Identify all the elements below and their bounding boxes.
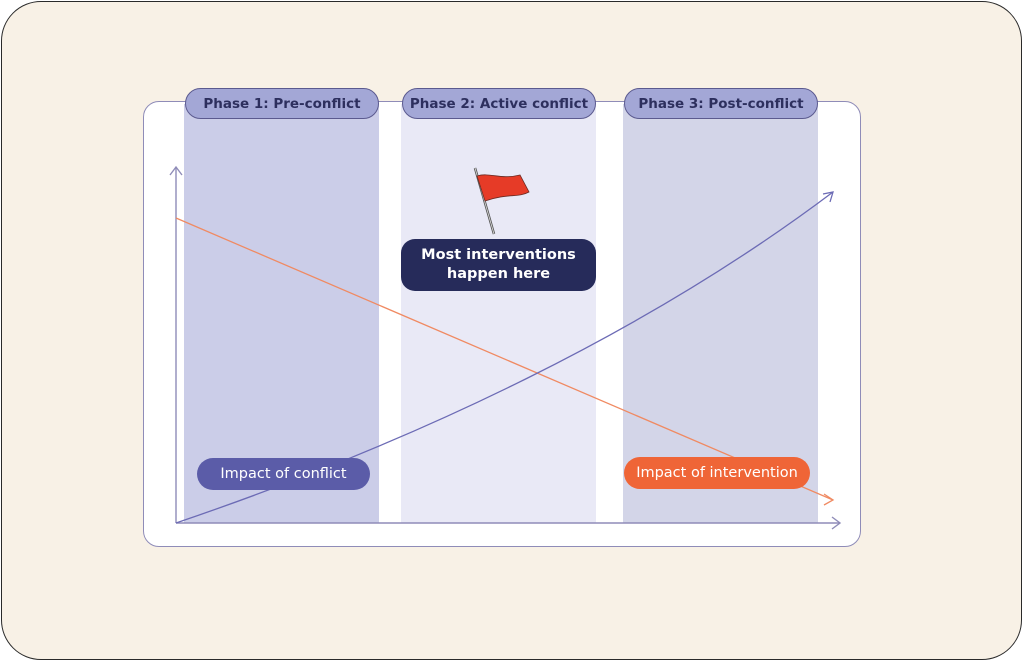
phase-1-column <box>184 104 379 523</box>
intervention-line <box>175 217 835 506</box>
y-axis <box>169 165 183 523</box>
phase-2-column <box>401 104 596 523</box>
callout-line-2: happen here <box>446 266 551 282</box>
red-flag-icon <box>473 167 530 235</box>
x-axis <box>176 516 842 530</box>
interventions-callout: Most interventions happen here <box>401 239 596 291</box>
impact-of-intervention-label: Impact of intervention <box>624 457 810 489</box>
phase-3-column <box>623 104 818 523</box>
phase-1-header: Phase 1: Pre-conflict <box>185 88 379 119</box>
phase-2-header: Phase 2: Active conflict <box>402 88 596 119</box>
phase-3-header: Phase 3: Post-conflict <box>624 88 818 119</box>
impact-of-conflict-label: Impact of conflict <box>197 458 370 490</box>
callout-line-1: Most interventions <box>421 247 576 263</box>
